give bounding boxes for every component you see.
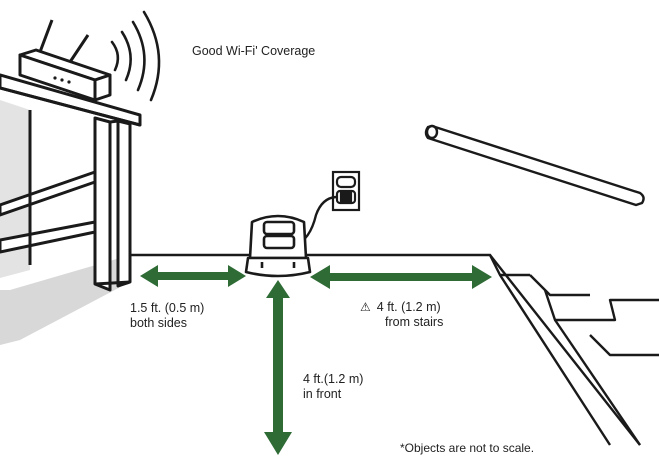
- stairs-clearance-arrow: [310, 265, 492, 289]
- handrail-icon: [424, 124, 645, 207]
- stairs-clearance-distance: 4 ft. (1.2 m): [376, 300, 441, 314]
- stairs-clearance-note: from stairs: [385, 315, 444, 329]
- shelf-icon: [0, 73, 142, 292]
- wifi-signal-icon: [110, 10, 161, 102]
- front-clearance-distance: 4 ft.(1.2 m): [303, 372, 364, 386]
- robot-vacuum-dock-icon: [244, 214, 312, 278]
- front-clearance-note: in front: [303, 387, 342, 401]
- side-clearance-label: 1.5 ft. (0.5 m) both sides: [130, 301, 204, 331]
- floor-edge: [130, 253, 641, 446]
- power-outlet-icon: [331, 170, 361, 212]
- stairs-clearance-label: ⚠ 4 ft. (1.2 m) from stairs: [360, 300, 443, 330]
- scale-disclaimer: *Objects are not to scale.: [400, 441, 535, 455]
- side-clearance-distance: 1.5 ft. (0.5 m): [130, 301, 205, 315]
- clearance-arrows: [140, 265, 492, 455]
- warning-triangle-icon: ⚠: [360, 300, 371, 314]
- front-clearance-label: 4 ft.(1.2 m) in front: [303, 372, 363, 402]
- side-clearance-note: both sides: [130, 316, 187, 330]
- wifi-coverage-label: Good Wi-Fi' Coverage: [192, 44, 316, 58]
- stairs-icon: [488, 254, 659, 446]
- router-icon: [18, 19, 112, 102]
- side-clearance-arrow: [140, 265, 246, 287]
- front-clearance-arrow: [264, 280, 292, 455]
